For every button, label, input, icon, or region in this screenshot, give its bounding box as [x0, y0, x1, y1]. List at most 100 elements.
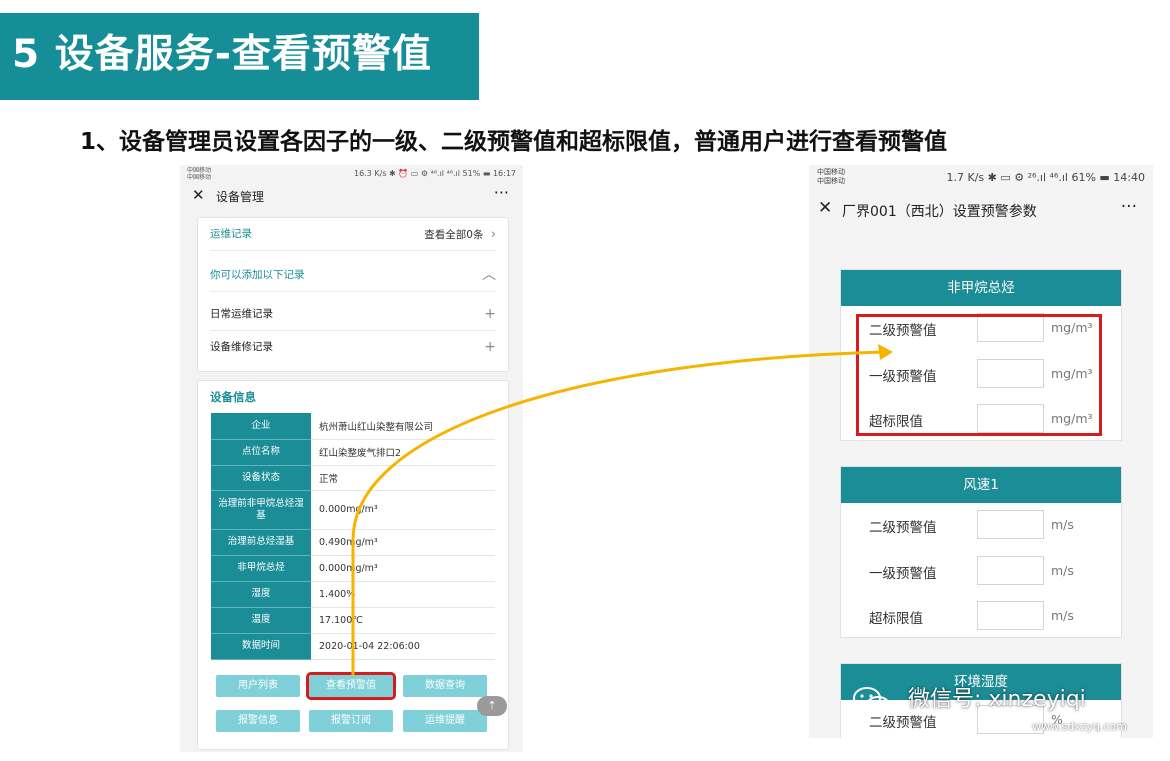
- alarm-info-button[interactable]: 报警信息: [216, 710, 300, 732]
- warning-params-screen: 中国移动 中国移动 1.7 K/s ✱ ▭ ⚙ ²⁶.ıl ⁴⁶.ıl 61% …: [809, 165, 1153, 738]
- info-value: 正常: [311, 465, 495, 491]
- info-value: 杭州萧山红山染整有限公司: [311, 413, 495, 440]
- param-card-nmhc: 非甲烷总烃 二级预警值 mg/m³ 一级预警值 mg/m³ 超标限值 mg/m³: [840, 269, 1122, 441]
- param-card-wind-speed: 风速1 二级预警值 m/s 一级预警值 m/s 超标限值 m/s: [840, 466, 1122, 638]
- chevron-right-icon: ›: [490, 227, 496, 242]
- wechat-icon: [853, 687, 890, 714]
- device-info-card: 设备信息 企业杭州萧山红山染整有限公司 点位名称红山染整废气排口2 设备状态正常…: [197, 380, 509, 750]
- highlight-box: [856, 314, 1102, 436]
- param-unit: m/s: [1051, 563, 1074, 578]
- title-banner: [0, 13, 479, 100]
- user-list-button[interactable]: 用户列表: [216, 675, 300, 697]
- exceed-limit-input[interactable]: [977, 404, 1044, 433]
- first-level-warning-input[interactable]: [977, 556, 1044, 585]
- back-to-top-icon[interactable]: ⇡: [477, 696, 507, 716]
- first-level-warning-input[interactable]: [977, 359, 1044, 388]
- param-row: 二级预警值 m/s: [841, 503, 1121, 549]
- second-level-warning-input[interactable]: [977, 705, 1044, 734]
- chevron-up-icon[interactable]: ︿: [482, 267, 496, 283]
- records-header-label: 运维记录: [210, 228, 252, 240]
- plus-icon[interactable]: +: [484, 306, 496, 322]
- add-records-hint: 你可以添加以下记录: [210, 269, 305, 281]
- maintenance-records-row[interactable]: 运维记录 查看全部0条 ›: [210, 218, 496, 251]
- maintenance-reminder-button[interactable]: 运维提醒: [403, 710, 487, 732]
- record-item-daily[interactable]: 日常运维记录 +: [210, 298, 496, 331]
- param-label: 二级预警值: [869, 520, 937, 536]
- info-key: 湿度: [211, 581, 311, 608]
- status-bar-info: 16.3 K/s ✱ ⏰ ▭ ⚙ ⁴⁶.ıl ⁴⁶.ıl 51% ▬ 16:17: [354, 169, 516, 178]
- param-row: 二级预警值 %: [841, 698, 1121, 738]
- info-value: 1.400%: [311, 581, 495, 608]
- info-key: 非甲烷总烃: [211, 555, 311, 582]
- device-management-screen: 中国移动 中国移动 16.3 K/s ✱ ⏰ ▭ ⚙ ⁴⁶.ıl ⁴⁶.ıl 5…: [180, 165, 523, 752]
- param-card-title: 环境湿度: [841, 664, 1121, 700]
- param-unit: mg/m³: [1051, 366, 1093, 381]
- info-key: 点位名称: [211, 439, 311, 466]
- close-icon[interactable]: ✕: [818, 198, 833, 218]
- more-menu-icon[interactable]: ···: [1120, 197, 1137, 217]
- param-label: 二级预警值: [869, 715, 937, 731]
- record-item-label: 日常运维记录: [210, 308, 273, 320]
- info-key: 温度: [211, 607, 311, 634]
- param-card-title: 风速1: [841, 467, 1121, 503]
- info-value: 红山染整废气排口2: [311, 439, 495, 466]
- nav-bar: ✕ 设备管理 ···: [180, 183, 523, 211]
- param-row: 二级预警值 mg/m³: [841, 306, 1121, 352]
- page-title: 设备管理: [216, 190, 265, 204]
- device-info-table: 企业杭州萧山红山染整有限公司 点位名称红山染整废气排口2 设备状态正常 治理前非…: [211, 413, 495, 660]
- info-key: 治理前非甲烷总烃湿基: [211, 490, 311, 530]
- page-title: 厂界001（西北）设置预警参数: [842, 204, 1037, 220]
- watermark-text: 微信号: xinzeyiqi: [908, 687, 1086, 712]
- param-label: 一级预警值: [869, 369, 937, 385]
- param-unit: %: [1051, 712, 1063, 727]
- param-unit: mg/m³: [1051, 411, 1093, 426]
- param-unit: m/s: [1051, 517, 1074, 532]
- table-row: 设备状态正常: [211, 465, 495, 491]
- param-row: 超标限值 mg/m³: [841, 397, 1121, 443]
- record-item-repair[interactable]: 设备维修记录 +: [210, 331, 496, 364]
- table-row: 企业杭州萧山红山染整有限公司: [211, 413, 495, 440]
- more-menu-icon[interactable]: ···: [493, 183, 509, 202]
- param-row: 一级预警值 mg/m³: [841, 352, 1121, 398]
- info-value: 0.000mg/m³: [311, 490, 495, 530]
- info-key: 治理前总烃湿基: [211, 529, 311, 556]
- second-level-warning-input[interactable]: [977, 510, 1044, 539]
- info-key: 设备状态: [211, 465, 311, 491]
- plus-icon[interactable]: +: [484, 339, 496, 355]
- carrier-label: 中国移动 中国移动: [187, 167, 212, 181]
- param-label: 超标限值: [869, 611, 923, 627]
- param-label: 二级预警值: [869, 323, 937, 339]
- carrier-label: 中国移动 中国移动: [817, 168, 845, 185]
- info-value: 0.490mg/m³: [311, 529, 495, 556]
- nav-bar: ✕ 厂界001（西北）设置预警参数 ···: [809, 195, 1153, 227]
- slide-title: 5 设备服务-查看预警值: [12, 32, 432, 77]
- add-records-row[interactable]: 你可以添加以下记录 ︿: [210, 259, 496, 292]
- watermark-site: www.sdxzyq.com: [1032, 720, 1127, 733]
- view-all-link[interactable]: 查看全部0条: [424, 229, 484, 241]
- second-level-warning-input[interactable]: [977, 313, 1044, 342]
- param-row: 超标限值 m/s: [841, 594, 1121, 640]
- table-row: 点位名称红山染整废气排口2: [211, 439, 495, 466]
- info-key: 企业: [211, 413, 311, 440]
- view-all-wrap: 查看全部0条 ›: [424, 218, 496, 252]
- param-row: 一级预警值 m/s: [841, 549, 1121, 595]
- info-key: 数据时间: [211, 633, 311, 660]
- view-warning-values-button[interactable]: 查看预警值: [306, 672, 396, 700]
- close-icon[interactable]: ✕: [192, 186, 205, 204]
- info-value: 17.100℃: [311, 607, 495, 634]
- param-label: 一级预警值: [869, 566, 937, 582]
- device-info-title: 设备信息: [210, 390, 256, 404]
- param-unit: mg/m³: [1051, 320, 1093, 335]
- status-bar-info: 1.7 K/s ✱ ▭ ⚙ ²⁶.ıl ⁴⁶.ıl 61% ▬ 14:40: [946, 171, 1145, 184]
- alarm-subscribe-button[interactable]: 报警订阅: [309, 710, 393, 732]
- exceed-limit-input[interactable]: [977, 601, 1044, 630]
- data-query-button[interactable]: 数据查询: [403, 675, 487, 697]
- status-bar: 中国移动 中国移动 16.3 K/s ✱ ⏰ ▭ ⚙ ⁴⁶.ıl ⁴⁶.ıl 5…: [180, 165, 523, 183]
- param-card-title: 非甲烷总烃: [841, 270, 1121, 306]
- param-unit: m/s: [1051, 608, 1074, 623]
